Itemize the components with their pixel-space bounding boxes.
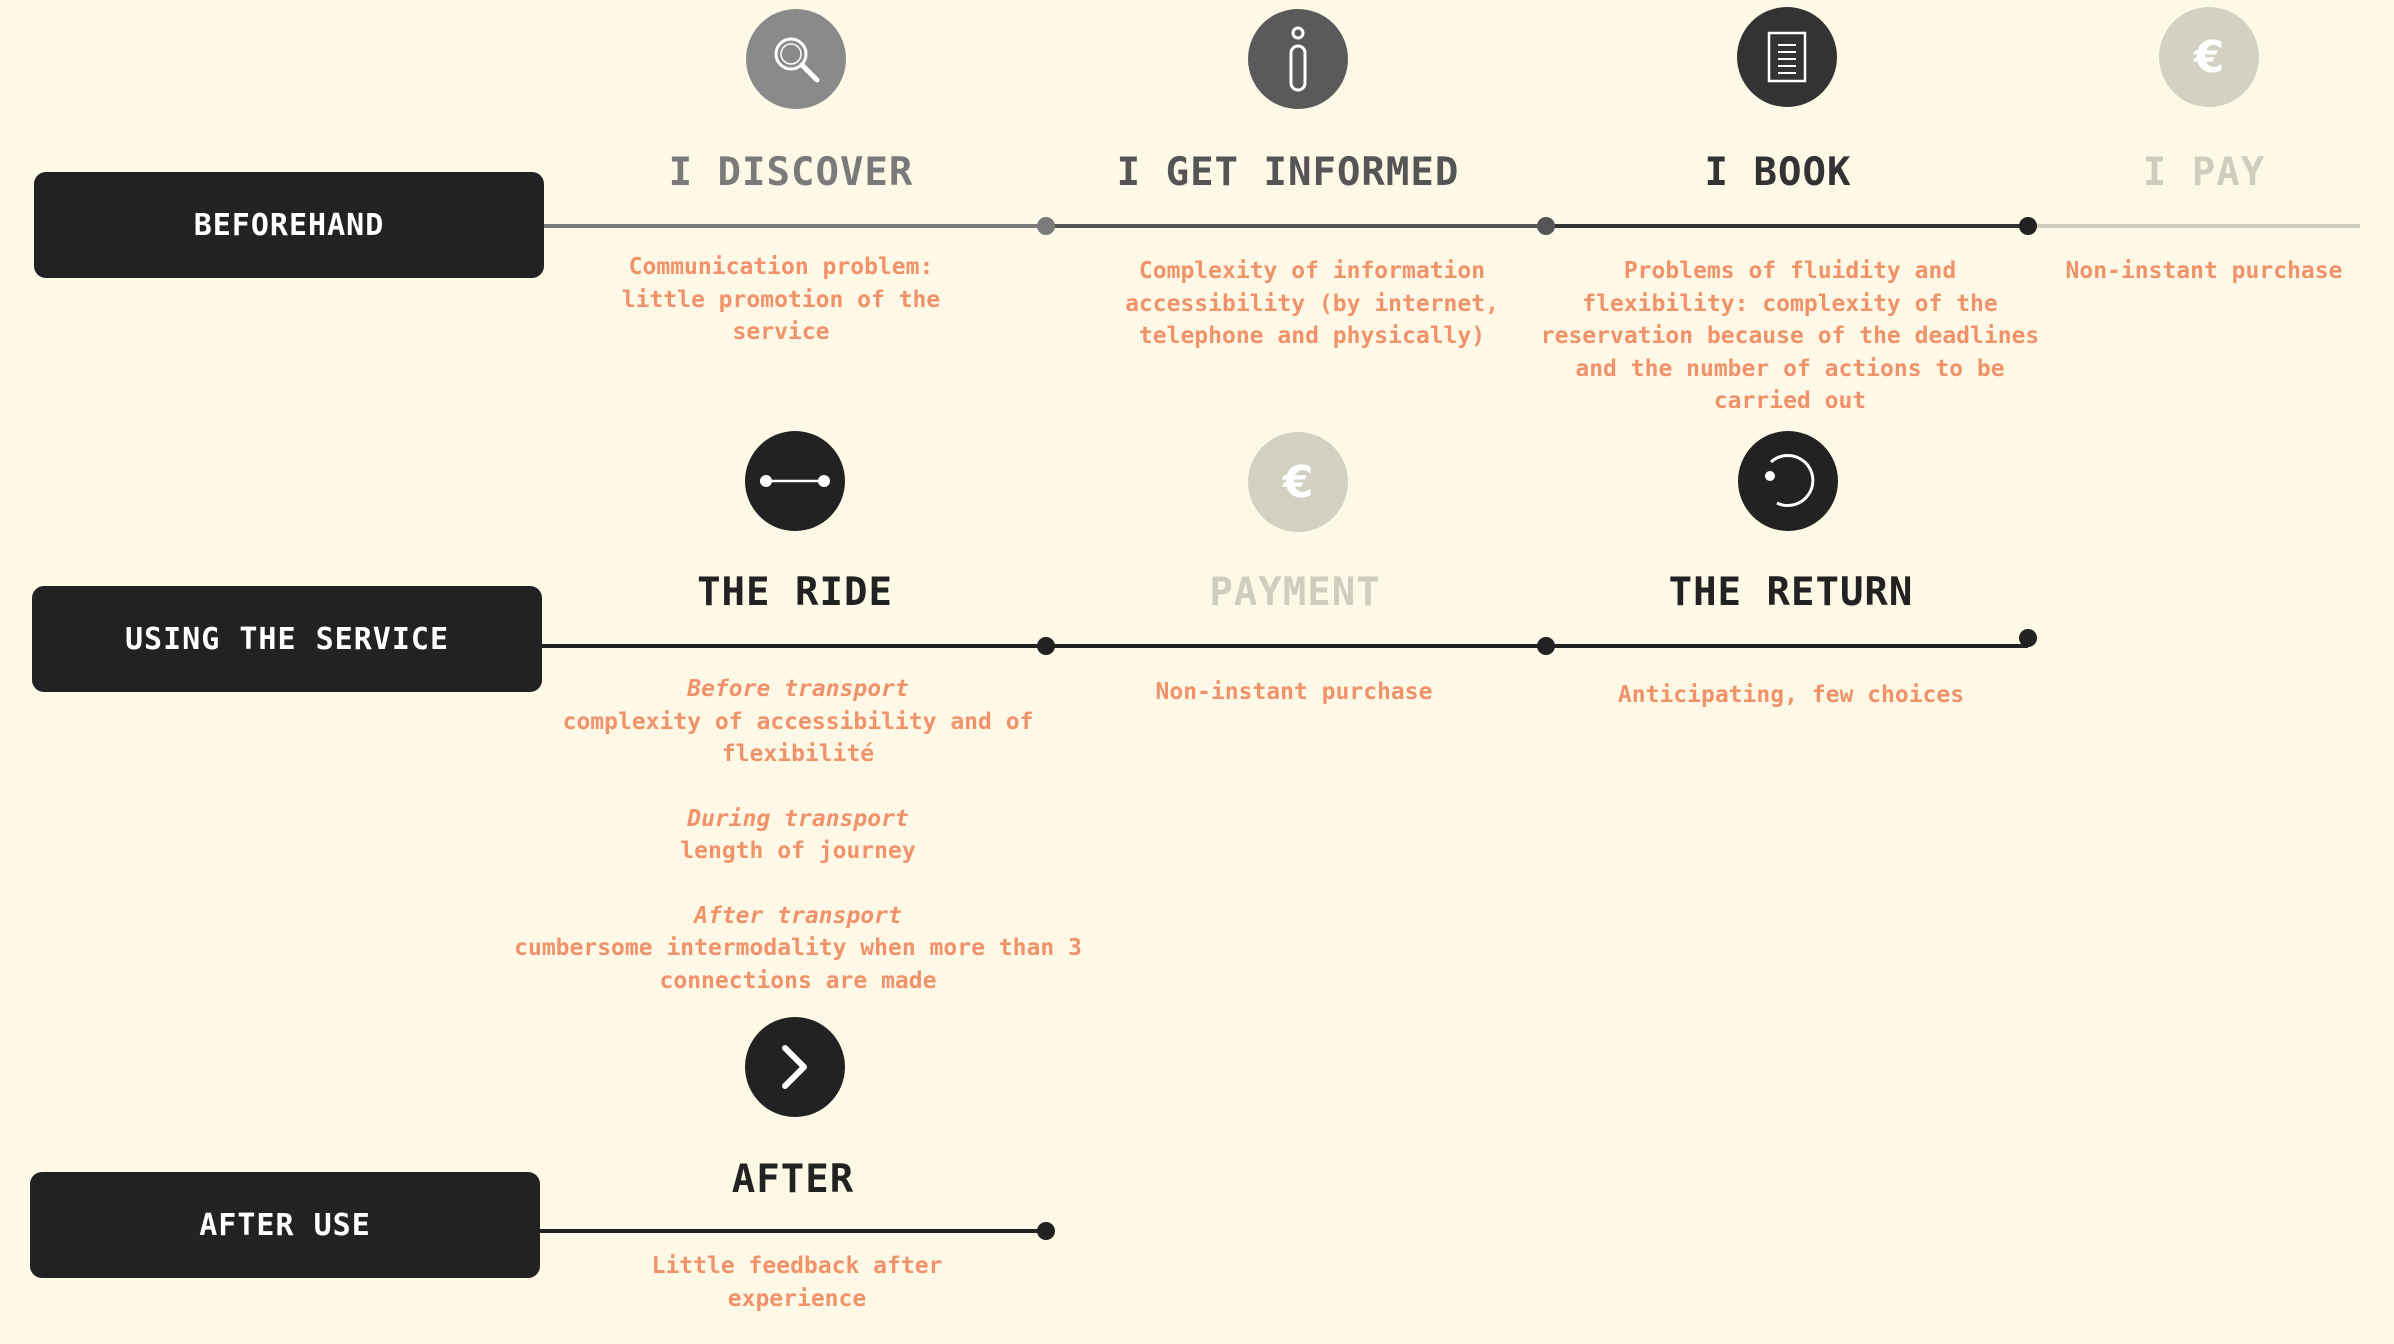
timeline-node [2019,629,2037,647]
magnifier-icon [774,37,820,83]
step-desc-after: Little feedback after experience [651,1253,943,1312]
step-title-informed: I GET INFORMED [1116,150,1460,195]
route-icon [760,475,830,487]
info-icon [1289,26,1307,92]
timeline-segment-informed [1046,224,1546,228]
timeline-segment-pay [2026,224,2360,228]
ride-before-heading: Before transport [687,676,909,702]
step-icon-return [1738,431,1838,531]
document-icon [1767,31,1807,83]
timeline-node [1537,217,1555,235]
step-icon-informed [1248,9,1348,109]
step-desc-book: Problems of fluidity and flexibility: co… [1540,258,2040,414]
step-desc-discover: Communication problem: little promotion … [621,254,941,345]
phase-using-service: USING THE SERVICE [32,586,542,692]
euro-icon: € [2193,31,2225,83]
step-title-return: THE RETURN [1668,570,1914,615]
timeline-segment-discover [544,224,1046,228]
chevron-right-icon [782,1045,807,1089]
timeline-node [1537,637,1555,655]
ride-after-heading: After transport [694,902,902,929]
timeline-segment-after [540,1229,1046,1233]
euro-icon: € [1282,456,1314,508]
step-icon-book [1737,7,1837,107]
step-title-book: I BOOK [1704,150,1852,195]
step-icon-pay: € [2159,7,2259,107]
step-icon-ride [745,431,845,531]
step-title-pay: I PAY [2142,150,2266,195]
timeline-segment-ride [542,644,2028,648]
ride-during-heading: During transport [687,805,909,832]
return-arrow-icon [1765,454,1815,507]
step-desc-pay: Non-instant purchase [2065,258,2343,284]
step-title-ride: THE RIDE [697,570,893,615]
step-desc-ride: Before transport complexity of accessibi… [498,673,1098,997]
timeline-node [1037,1222,1055,1240]
step-desc-payment: Non-instant purchase [1155,679,1433,705]
timeline-node [2019,217,2037,235]
phase-after-use: AFTER USE [30,1172,540,1278]
step-title-after: AFTER [731,1157,855,1202]
step-desc-informed: Complexity of information accessibility … [1125,258,1499,349]
step-desc-return: Anticipating, few choices [1617,682,1965,708]
step-title-payment: PAYMENT [1209,570,1381,615]
phase-beforehand: BEFOREHAND [34,172,544,278]
step-icon-discover [746,9,846,109]
timeline-segment-book [1546,224,2026,228]
timeline-node [1037,637,1055,655]
step-icon-payment: € [1248,432,1348,532]
step-icon-after [745,1017,845,1117]
step-title-discover: I DISCOVER [668,150,914,195]
timeline-node [1037,217,1055,235]
